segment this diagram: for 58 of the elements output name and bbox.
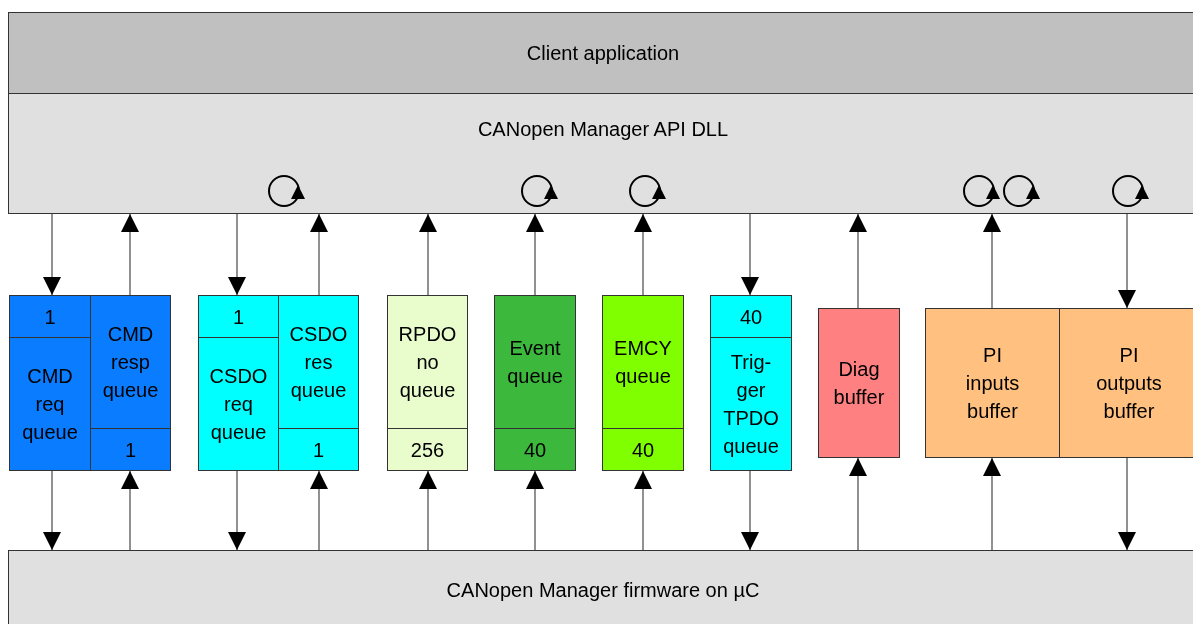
arrow [526, 213, 544, 296]
arrow [741, 213, 759, 296]
layer-title: CANopen Manager firmware on µC [446, 578, 760, 603]
queue-name: PI inputs buffer [964, 343, 1021, 424]
queue-name: CMD resp queue [101, 322, 160, 403]
queue-name: Diag buffer [832, 357, 886, 410]
arrow [228, 470, 246, 551]
queue-box [710, 295, 792, 471]
queue-name: EMCY queue [613, 336, 673, 389]
layer-band [8, 93, 1193, 214]
arrow [983, 213, 1001, 309]
layer-title: CANopen Manager API DLL [477, 116, 729, 142]
queue-box [494, 295, 576, 471]
arrow [43, 213, 61, 296]
arrow [419, 470, 437, 551]
arrow [419, 213, 437, 296]
queue-name: Event queue [506, 336, 564, 389]
queue-name: PI outputs buffer [1095, 343, 1163, 424]
queue-size: 40 [739, 304, 763, 330]
queue-box [602, 295, 684, 471]
queue-size: 256 [410, 437, 445, 463]
queue-name: CSDO req queue [208, 364, 269, 445]
queue-box [925, 308, 1060, 458]
queue-box [198, 295, 279, 471]
arrow [121, 213, 139, 296]
arrow [741, 470, 759, 551]
queue-name: Trig- ger TPDO queue [722, 350, 780, 459]
arrow [228, 213, 246, 296]
queue-size: 1 [124, 437, 137, 463]
queue-box [9, 295, 91, 471]
queue-box [278, 295, 359, 471]
queue-size: 1 [232, 304, 245, 330]
layer-title: Client application [526, 41, 680, 66]
arrow [634, 470, 652, 551]
queue-box [1059, 308, 1193, 458]
arrow [310, 213, 328, 296]
queue-box [818, 308, 900, 458]
queue-name: RPDO no queue [397, 322, 458, 403]
queue-size: 40 [523, 437, 547, 463]
arrow [121, 470, 139, 551]
arrow [849, 457, 867, 551]
arrow [634, 213, 652, 296]
arrow [310, 470, 328, 551]
queue-name: CSDO res queue [288, 322, 349, 403]
arrow [1118, 213, 1136, 309]
arrow [983, 457, 1001, 551]
queue-box [387, 295, 468, 471]
arrow [849, 213, 867, 309]
arrow [43, 470, 61, 551]
queue-name: CMD req queue [21, 364, 79, 445]
queue-size: 40 [631, 437, 655, 463]
queue-box [90, 295, 171, 471]
queue-size: 1 [312, 437, 325, 463]
layer-band [8, 550, 1193, 624]
arrow [1118, 457, 1136, 551]
layer-band [8, 12, 1193, 94]
arrow [526, 470, 544, 551]
queue-size: 1 [44, 304, 56, 330]
